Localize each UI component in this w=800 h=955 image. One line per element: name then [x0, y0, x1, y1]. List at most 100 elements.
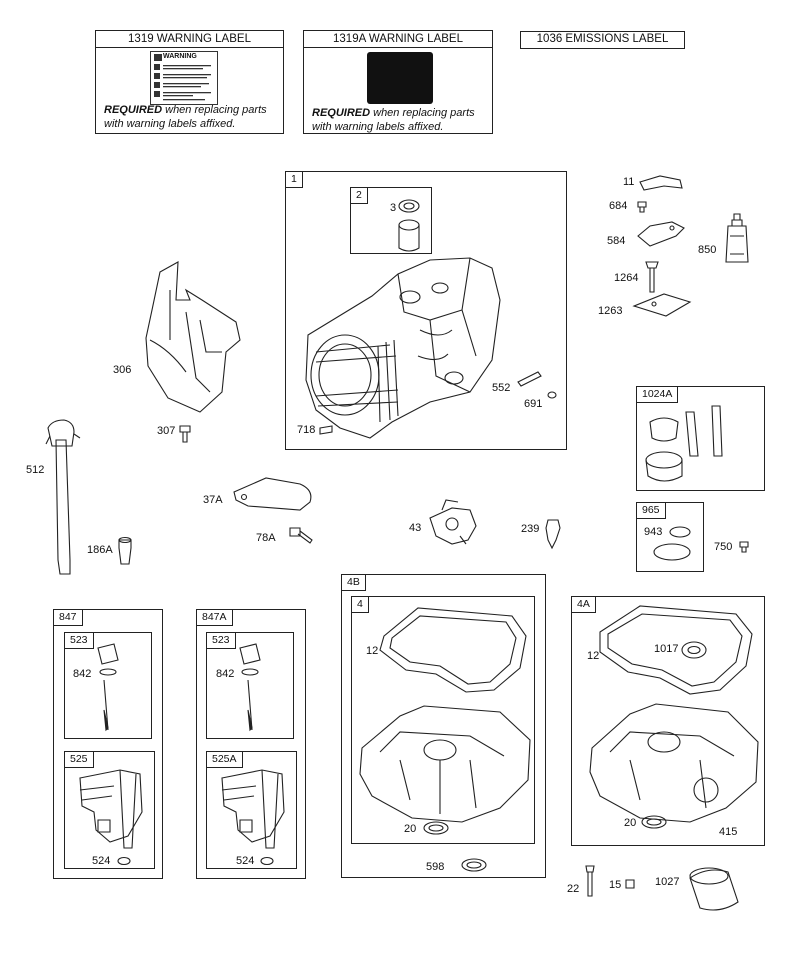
label-1263: 1263	[598, 305, 623, 317]
washer-691-drawing	[548, 392, 556, 398]
dipstick-tube-525-drawing	[80, 770, 142, 848]
label-306: 306	[113, 364, 132, 376]
parts-965-drawing	[654, 527, 690, 560]
label-1027: 1027	[655, 876, 680, 888]
oil-filter-1027-drawing	[690, 868, 738, 910]
gasket-12-drawing-a	[380, 608, 526, 692]
breather-tube-11-drawing	[640, 176, 682, 190]
label-12-a: 12	[366, 645, 379, 657]
label-37a: 37A	[203, 494, 223, 506]
label-12-b: 12	[587, 650, 600, 662]
label-598: 598	[426, 861, 445, 873]
label-842-b: 842	[216, 668, 235, 680]
warning-label-1319a-required-text: REQUIRED when replacing parts with warni…	[312, 107, 475, 133]
bolt-22-drawing	[586, 866, 594, 896]
warning-label-1319a-panel: 1319A WARNING LABEL REQUIRED when replac…	[303, 30, 493, 134]
tool-1024a-drawing	[646, 406, 722, 481]
group-523-sub-box-b: 523	[206, 632, 294, 739]
label-552: 552	[492, 382, 511, 394]
group-847-tag: 847	[53, 609, 83, 626]
label-1264: 1264	[614, 272, 639, 284]
group-4a-sump-box: 4A	[571, 596, 765, 846]
o-ring-524a-drawing	[118, 858, 130, 865]
label-20-b: 20	[624, 817, 637, 829]
warning-sticker-1319: WARNING	[150, 51, 218, 105]
group-525a-sub-box: 525A	[206, 751, 297, 869]
group-847a-dipstick-box: 847A	[196, 609, 306, 879]
warning-sticker-heading: WARNING	[163, 53, 197, 60]
sump-4a-drawing	[590, 704, 758, 822]
label-239: 239	[521, 523, 540, 535]
label-943: 943	[644, 526, 663, 538]
sensor-239-drawing	[546, 520, 560, 548]
label-524-a: 524	[92, 855, 111, 867]
group-1024a-tag: 1024A	[636, 386, 679, 403]
group-2-bearing-box: 2	[350, 187, 432, 254]
group-523-sub-box: 523	[64, 632, 152, 739]
label-43: 43	[409, 522, 422, 534]
governor-43-drawing	[430, 500, 476, 544]
fitting-186a-drawing	[119, 538, 131, 565]
seal-20b-drawing	[642, 816, 666, 828]
air-guide-306-drawing	[146, 262, 240, 412]
warning-sticker-1319a-black	[367, 52, 433, 104]
label-524-b: 524	[236, 855, 255, 867]
label-584: 584	[607, 235, 626, 247]
label-20-a: 20	[404, 823, 417, 835]
group-4b-sump-box: 4B	[341, 574, 546, 878]
group-4-tag: 4	[351, 596, 369, 613]
seal-20a-drawing	[424, 822, 448, 834]
group-523-tag: 523	[64, 632, 94, 649]
sump-4-drawing	[360, 706, 530, 822]
pin-718-drawing	[320, 426, 332, 434]
group-525-sub-box: 525	[64, 751, 155, 869]
bearing-3-drawing	[399, 200, 419, 251]
label-78a: 78A	[256, 532, 276, 544]
screw-307-drawing	[180, 426, 190, 442]
warning-label-1319a-title: 1319A WARNING LABEL	[304, 31, 492, 48]
group-847-dipstick-box: 847	[53, 609, 163, 879]
gasket-1263-drawing	[634, 294, 690, 316]
bracket-37a-drawing	[234, 478, 311, 510]
label-718: 718	[297, 424, 316, 436]
dipstick-847-drawing	[98, 644, 118, 730]
label-750: 750	[714, 541, 733, 553]
cylinder-block-drawing	[306, 258, 500, 438]
warning-label-1319-required-text: REQUIRED when replacing parts with warni…	[104, 104, 267, 130]
label-307: 307	[157, 425, 176, 437]
group-2-tag: 2	[350, 187, 368, 204]
label-850: 850	[698, 244, 717, 256]
screw-1264-drawing	[646, 262, 658, 292]
seal-598-drawing	[462, 859, 486, 871]
label-684: 684	[609, 200, 628, 212]
label-186a: 186A	[87, 544, 113, 556]
bolt-78a-drawing	[290, 528, 312, 543]
gear-1017-drawing	[682, 642, 706, 658]
warning-label-1319-panel: 1319 WARNING LABEL WARNING REQUIRED when…	[95, 30, 284, 134]
dipstick-tube-512-drawing	[46, 420, 80, 574]
group-523-tag-b: 523	[206, 632, 236, 649]
warning-label-1319-title: 1319 WARNING LABEL	[96, 31, 283, 48]
screw-684-drawing	[638, 202, 646, 212]
label-842-a: 842	[73, 668, 92, 680]
group-965-box: 965	[636, 502, 704, 572]
screw-750-drawing	[740, 542, 748, 552]
group-1024a-tools-box: 1024A	[636, 386, 765, 491]
label-1017: 1017	[654, 643, 679, 655]
label-691: 691	[524, 398, 543, 410]
group-847a-tag: 847A	[196, 609, 233, 626]
group-4b-tag: 4B	[341, 574, 366, 591]
nut-15-drawing	[626, 880, 634, 888]
group-4-sump-box: 4	[351, 596, 535, 844]
sealant-tube-850-drawing	[726, 214, 748, 262]
emissions-label-text: 1036 EMISSIONS LABEL	[536, 33, 669, 45]
emissions-label-1036: 1036 EMISSIONS LABEL	[520, 31, 685, 49]
group-1-tag: 1	[285, 171, 303, 188]
dipstick-847a-drawing	[240, 644, 260, 730]
dipstick-tube-525a-drawing	[222, 770, 284, 848]
warning-sticker-lines	[154, 54, 211, 101]
bracket-584-drawing	[638, 222, 684, 246]
label-15: 15	[609, 879, 622, 891]
label-22: 22	[567, 883, 580, 895]
